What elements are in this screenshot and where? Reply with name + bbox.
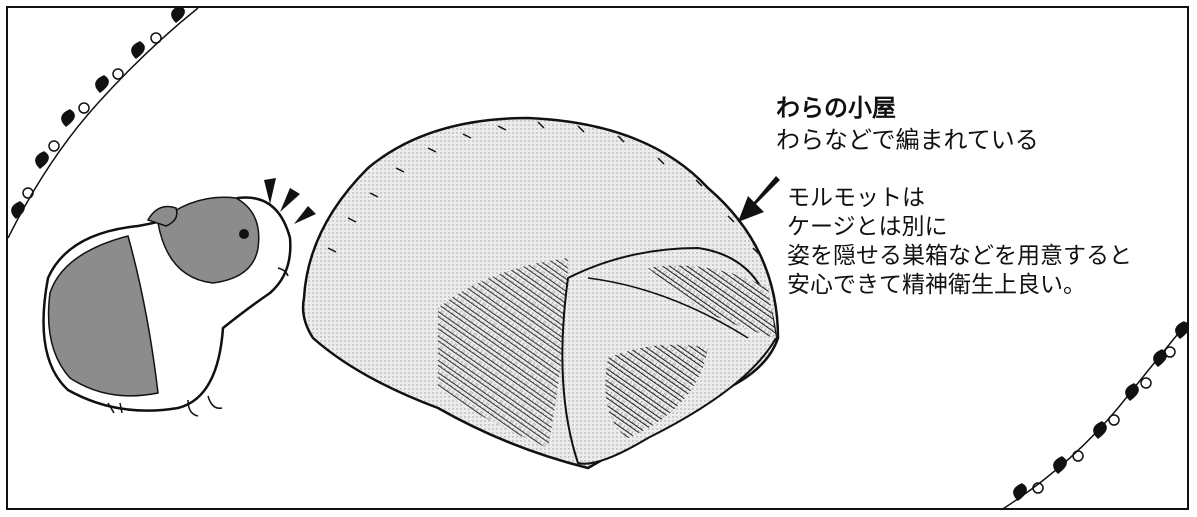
straw-hut (301, 116, 780, 470)
manga-panel: わらの小屋 わらなどで編まれている モルモットは ケージとは別に 姿を隠せる巣箱… (6, 6, 1189, 510)
note-line: ケージとは別に (787, 214, 948, 240)
guinea-pig-note: モルモットは ケージとは別に 姿を隠せる巣箱などを用意すると 安心できて精神衛生… (787, 184, 1132, 300)
hut-caption: わらの小屋 わらなどで編まれている (776, 92, 1039, 156)
guinea-pig (42, 196, 292, 417)
note-line: 安心できて精神衛生上良い。 (787, 272, 1086, 298)
note-line: モルモットは (787, 185, 925, 211)
surprise-marks (264, 178, 316, 224)
illustration (8, 8, 1187, 508)
pointer-arrow-icon (738, 176, 780, 222)
caption-title: わらの小屋 (776, 94, 896, 122)
vine-ornament-bottom-right (1002, 321, 1187, 508)
caption-subtitle: わらなどで編まれている (776, 126, 1039, 154)
vine-ornament-top-left (8, 8, 199, 239)
note-line: 姿を隠せる巣箱などを用意すると (787, 243, 1132, 269)
